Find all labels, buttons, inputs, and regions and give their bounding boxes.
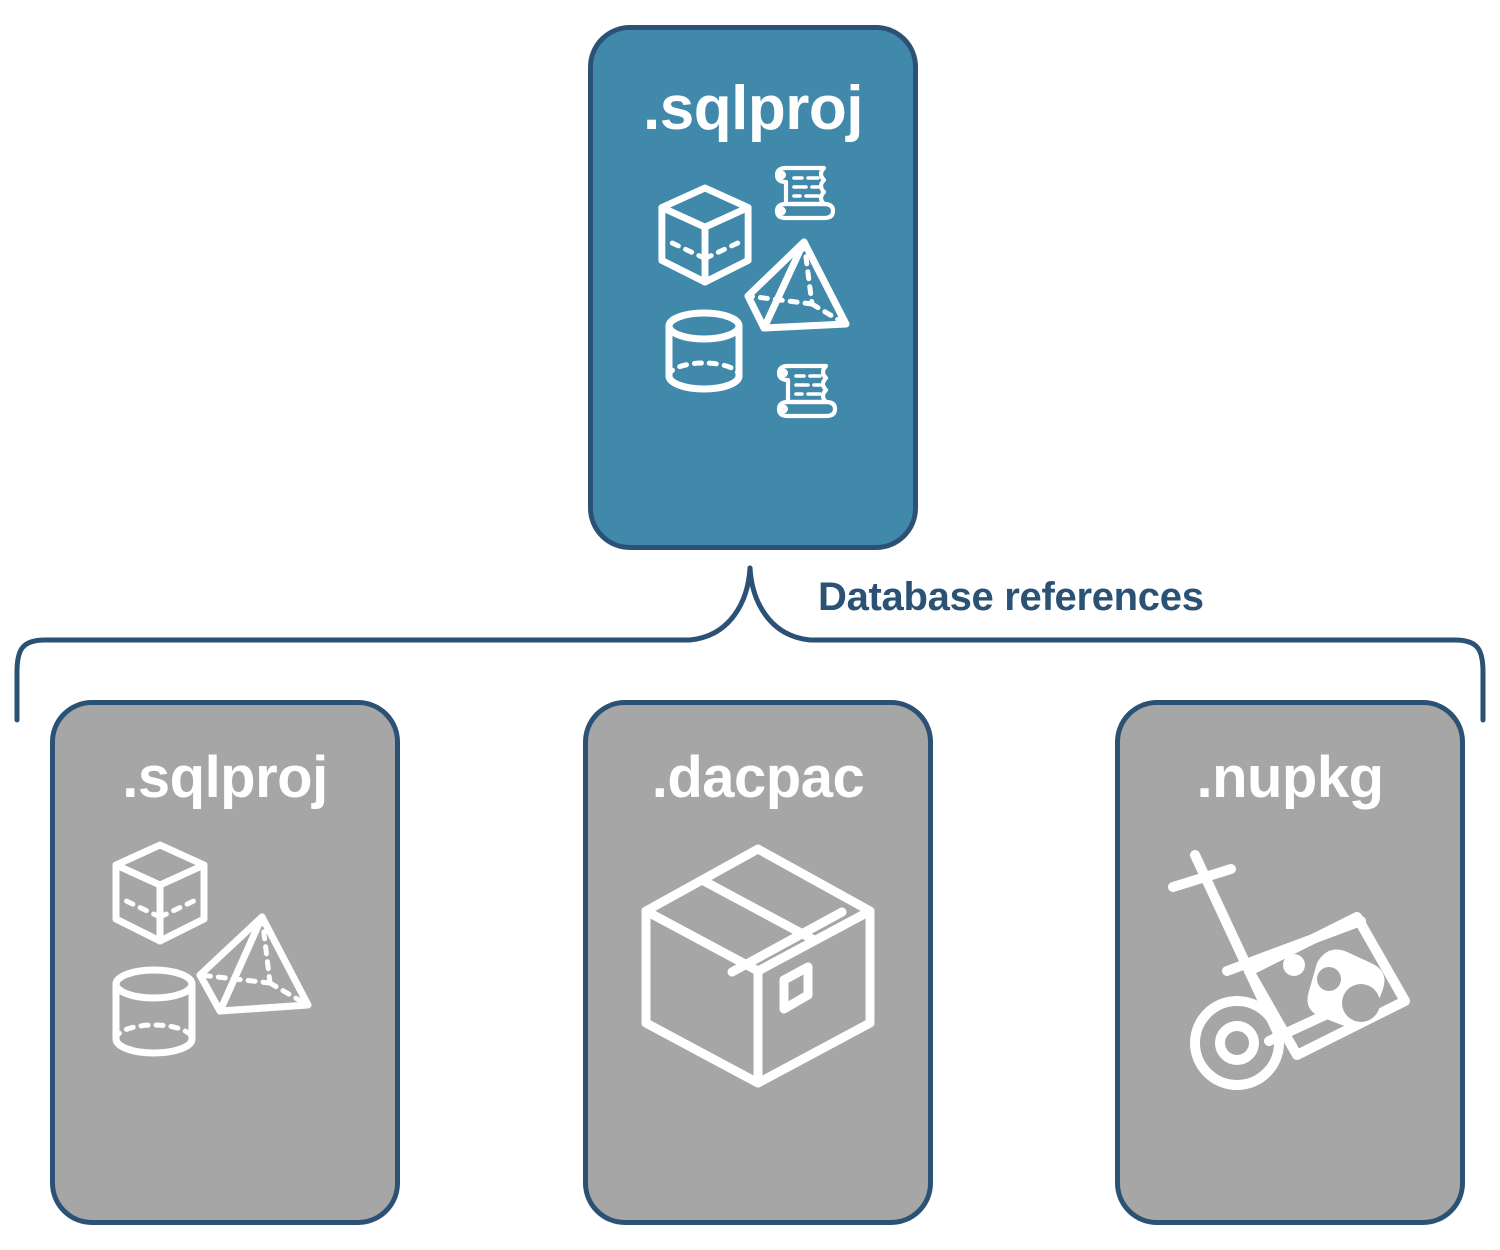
reference-card-label: .nupkg bbox=[1196, 745, 1384, 810]
cylinder-icon bbox=[112, 966, 196, 1057]
dacpac-icon-group bbox=[623, 833, 893, 1123]
pyramid-icon bbox=[196, 913, 312, 1015]
scroll-icon bbox=[774, 165, 836, 221]
cylinder-icon bbox=[665, 309, 743, 393]
sqlproj-icon-group bbox=[90, 833, 360, 1123]
reference-card-sqlproj[interactable]: .sqlproj bbox=[50, 700, 400, 1225]
root-card-icon-group bbox=[638, 156, 868, 426]
reference-card-label: .sqlproj bbox=[122, 745, 328, 810]
root-card-label: .sqlproj bbox=[643, 74, 863, 143]
hand-truck-icon bbox=[1168, 850, 1410, 1090]
scroll-icon bbox=[776, 363, 838, 419]
reference-card-nupkg[interactable]: .nupkg bbox=[1115, 700, 1465, 1225]
root-sqlproj-card[interactable]: .sqlproj bbox=[588, 25, 918, 550]
reference-card-label: .dacpac bbox=[651, 745, 865, 810]
nupkg-icon-group bbox=[1155, 833, 1425, 1123]
cube-icon bbox=[112, 841, 208, 945]
package-box-icon bbox=[641, 844, 875, 1088]
database-references-label: Database references bbox=[818, 575, 1204, 619]
pyramid-icon bbox=[744, 238, 850, 332]
reference-card-dacpac[interactable]: .dacpac bbox=[583, 700, 933, 1225]
cube-icon bbox=[658, 184, 752, 286]
